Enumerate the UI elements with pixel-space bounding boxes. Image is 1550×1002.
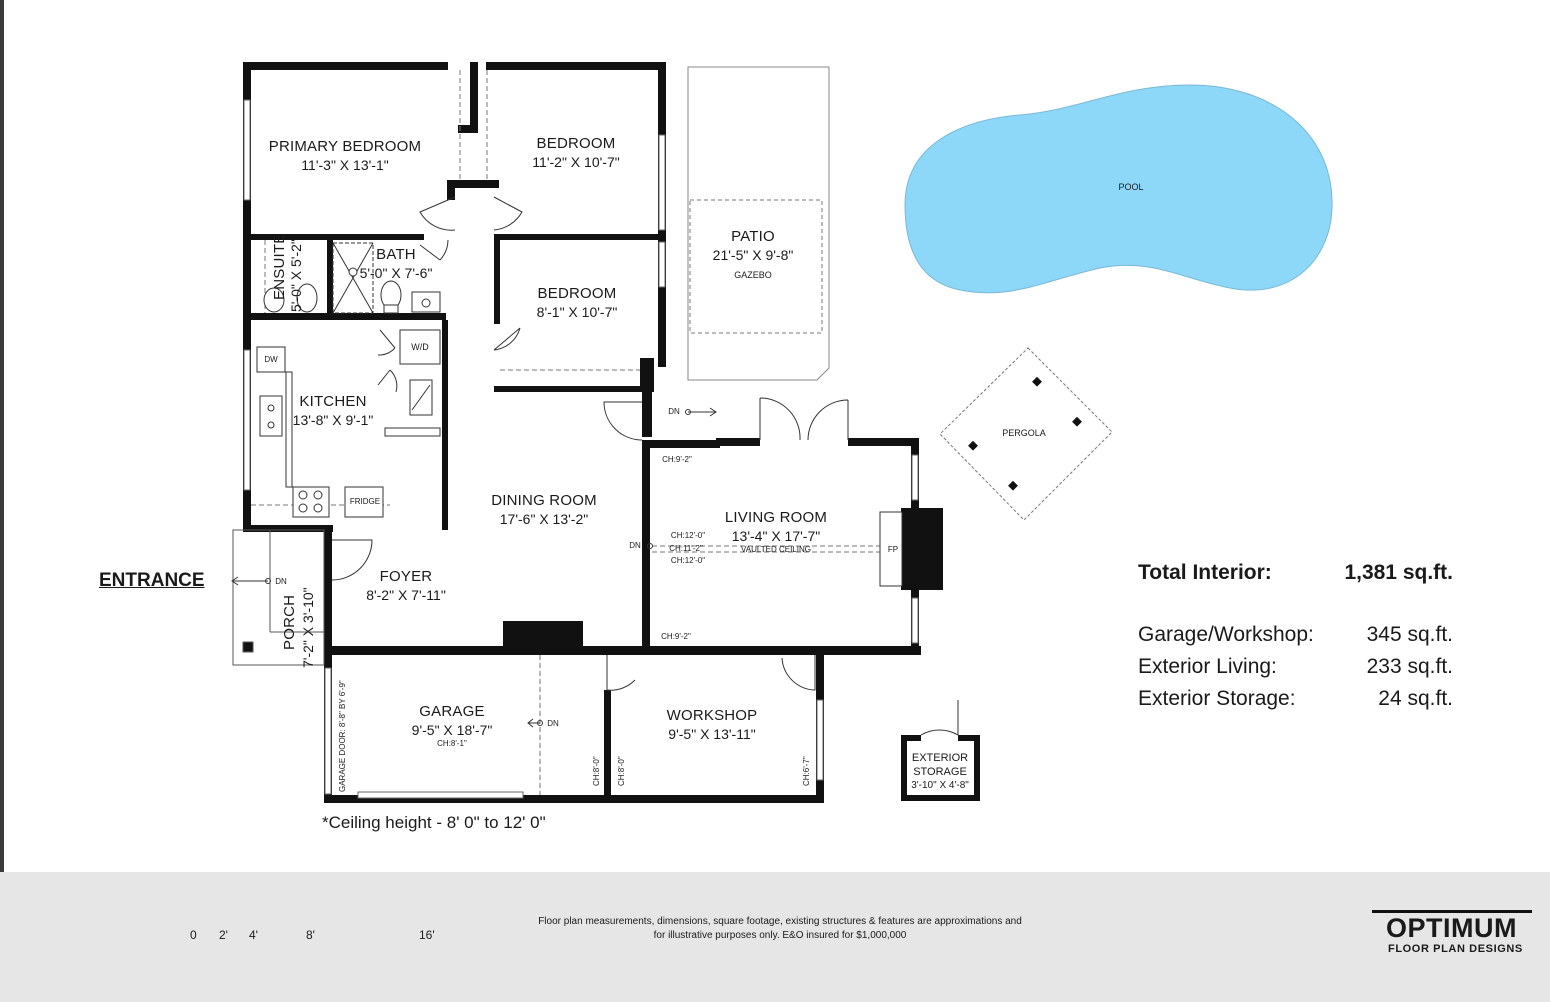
- disclaimer-line: for illustrative purposes only. E&O insu…: [653, 929, 907, 941]
- exterior-storage-dim: 3'-10" X 4'-8": [911, 780, 969, 791]
- vaulted-ceiling-label: VAULTED CEILING: [741, 545, 811, 554]
- area-label: Total Interior:: [1138, 561, 1272, 584]
- pergola-post: [1008, 480, 1018, 491]
- area-label: Exterior Storage:: [1138, 687, 1296, 710]
- dn-label: DN: [547, 719, 559, 728]
- room-dim-garage: 9'-5" X 18'-7": [411, 722, 493, 738]
- fp-label: FP: [887, 545, 899, 554]
- room-dim-foyer: 8'-2" X 7'-11": [366, 587, 446, 603]
- walls: [243, 62, 980, 803]
- pool-label: POOL: [1118, 182, 1144, 192]
- brand-logo: OPTIMUM FLOOR PLAN DESIGNS: [1372, 910, 1532, 955]
- pergola-label: PERGOLA: [1002, 428, 1046, 438]
- room-name-garage: GARAGE: [419, 703, 485, 720]
- dn-label: DN: [275, 577, 287, 586]
- disclaimer-line: Floor plan measurements, dimensions, squ…: [538, 916, 1022, 927]
- room-name-bedroom-2: BEDROOM: [537, 285, 617, 302]
- ch-label: CH:12'-0": [670, 531, 706, 540]
- door-swings: [331, 196, 959, 736]
- room-dim-bedroom-1: 11'-2" X 10'-7": [532, 154, 620, 170]
- scale-label: 2': [219, 928, 228, 942]
- exterior-storage-name-2: STORAGE: [913, 766, 967, 778]
- room-dim-bedroom-2: 8'-1" X 10'-7": [536, 304, 618, 320]
- room-dim-patio: 21'-5" X 9'-8": [712, 247, 794, 263]
- entrance-label: ENTRANCE: [99, 570, 205, 591]
- room-dim-bath: 5'-0" X 7'-6": [359, 265, 433, 281]
- patio-outline: [687, 66, 830, 381]
- pergola-post: [1032, 376, 1042, 387]
- area-label: Exterior Living:: [1138, 655, 1277, 678]
- area-value: 345 sq.ft.: [1366, 623, 1453, 646]
- room-dim-living-room: 13'-4" X 17'-7": [731, 528, 821, 544]
- room-dim-ensuite: 5'-0" X 5'-2": [288, 239, 304, 312]
- kitchen-fixtures: [256, 329, 441, 518]
- area-row-exterior-living: Exterior Living: 233 sq.ft.: [1138, 655, 1453, 679]
- scale-label: 16': [419, 928, 435, 942]
- area-value: 233 sq.ft.: [1366, 655, 1453, 678]
- ceiling-height-note: *Ceiling height - 8' 0" to 12' 0": [322, 813, 546, 832]
- ch-label: CH:12'-0": [670, 556, 706, 565]
- garage-door-label: GARAGE DOOR: 8'-8" BY 6'-9": [338, 680, 347, 792]
- dashed-lines: [251, 70, 900, 795]
- room-name-patio: PATIO: [731, 228, 775, 245]
- room-name-foyer: FOYER: [379, 568, 433, 585]
- ch-label: CH:8'-0": [592, 756, 601, 786]
- garage-ceiling-label: CH:8'-1": [437, 739, 467, 748]
- room-dim-porch: 7'-2" X 3'-10": [300, 587, 316, 668]
- room-name-bath: BATH: [376, 246, 416, 263]
- ch-label: CH:8'-0": [617, 756, 626, 786]
- scale-label: 0: [190, 928, 197, 942]
- pergola-post: [968, 440, 978, 451]
- ch-label: CH:9'-2": [661, 632, 691, 641]
- room-name-bedroom-1: BEDROOM: [536, 135, 616, 152]
- room-dim-workshop: 9'-5" X 13'-11": [668, 726, 756, 742]
- gazebo-label: GAZEBO: [734, 270, 772, 280]
- ch-label: CH:6'-7": [802, 756, 811, 786]
- room-dim-dining-room: 17'-6" X 13'-2": [499, 511, 589, 527]
- area-value: 1,381 sq.ft.: [1344, 561, 1453, 584]
- room-name-dining-room: DINING ROOM: [491, 492, 597, 509]
- dw-label: DW: [264, 355, 278, 364]
- room-name-living-room: LIVING ROOM: [724, 509, 828, 526]
- ch-label: CH:9'-2": [662, 455, 692, 464]
- room-name-workshop: WORKSHOP: [666, 707, 758, 724]
- brand-tagline: FLOOR PLAN DESIGNS: [1388, 943, 1523, 955]
- scale-label: 4': [249, 928, 258, 942]
- area-row-exterior-storage: Exterior Storage: 24 sq.ft.: [1138, 687, 1453, 711]
- dn-label: DN: [668, 407, 680, 416]
- left-edge-strip: [0, 0, 4, 872]
- ch-label: CH:11'-2": [669, 544, 703, 553]
- bath-fixtures: [263, 242, 441, 314]
- stair-arrows: [231, 407, 717, 728]
- hearth: [879, 511, 903, 587]
- room-name-porch: PORCH: [281, 594, 298, 650]
- footer-bar: [0, 872, 1550, 1002]
- area-value: 24 sq.ft.: [1378, 687, 1453, 710]
- area-label: Garage/Workshop:: [1138, 623, 1314, 646]
- pool-shape: [904, 84, 1333, 294]
- room-name-kitchen: KITCHEN: [299, 393, 367, 410]
- room-dim-primary-bedroom: 11'-3" X 13'-1": [301, 157, 389, 173]
- gazebo-outline: [689, 199, 823, 334]
- brand-name: OPTIMUM: [1372, 910, 1532, 943]
- room-name-ensuite: ENSUITE: [271, 233, 288, 300]
- pergola-post: [1072, 416, 1082, 427]
- dn-label: DN: [629, 541, 641, 550]
- wd-label: W/D: [411, 342, 429, 352]
- scale-label: 8': [306, 928, 315, 942]
- area-row-total: Total Interior: 1,381 sq.ft.: [1138, 561, 1453, 585]
- windows: [243, 99, 919, 799]
- room-name-primary-bedroom: PRIMARY BEDROOM: [268, 138, 422, 155]
- fridge-label: FRIDGE: [349, 497, 381, 506]
- exterior-storage-name-1: EXTERIOR: [911, 752, 969, 764]
- room-dim-kitchen: 13'-8" X 9'-1": [292, 412, 374, 428]
- disclaimer: Floor plan measurements, dimensions, squ…: [535, 915, 1025, 942]
- area-row-garage-workshop: Garage/Workshop: 345 sq.ft.: [1138, 623, 1453, 647]
